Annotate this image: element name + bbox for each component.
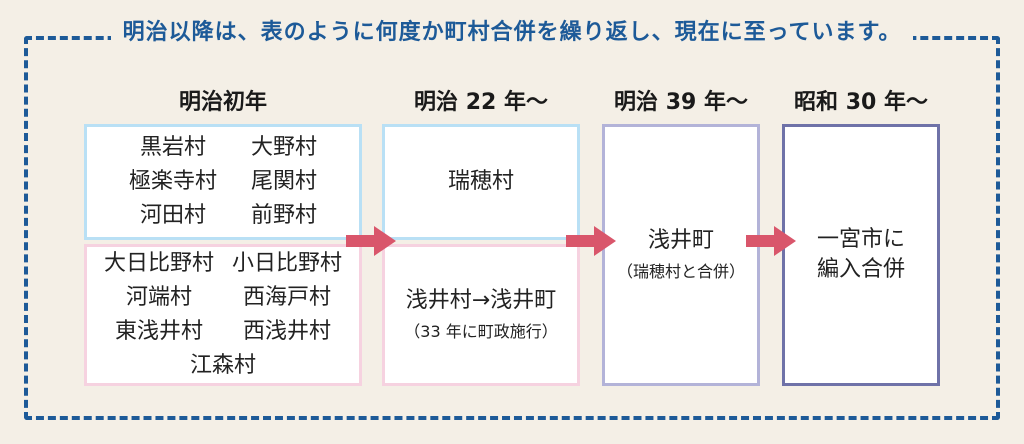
period-header-meiji39: 明治 39 年〜	[614, 90, 748, 115]
ichinomiya-merge-line1: 一宮市に	[816, 227, 905, 252]
ichinomiya-merge-line2: 編入合併	[816, 257, 905, 282]
village-box-group2: 大日比野村 小日比野村 河端村 西海戸村 東浅井村 西浅井村 江森村	[84, 244, 362, 386]
village-name: 極楽寺村	[128, 169, 217, 194]
right-arrow-icon	[566, 226, 616, 256]
asai-town-label: 浅井町	[647, 228, 714, 253]
mizuho-village-box: 瑞穂村	[382, 124, 580, 240]
period-header-meiji-early: 明治初年	[178, 90, 267, 115]
village-name: 東浅井村	[114, 319, 203, 344]
village-name: 西海戸村	[243, 285, 332, 310]
village-name: 尾関村	[251, 169, 318, 194]
village-name: 大野村	[251, 135, 318, 160]
village-name: 河田村	[139, 203, 206, 228]
village-name: 小日比野村	[232, 251, 343, 276]
asai-town-box: 浅井町 （瑞穂村と合併）	[602, 124, 760, 386]
asai-town-note: （瑞穂村と合併）	[616, 262, 745, 281]
asai-village-note: （33 年に町政施行）	[404, 322, 558, 341]
village-name: 前野村	[251, 203, 318, 228]
village-name: 河端村	[125, 285, 192, 310]
period-header-meiji22: 明治 22 年〜	[414, 90, 548, 115]
right-arrow-icon	[746, 226, 796, 256]
mizuho-village-label: 瑞穂村	[447, 169, 514, 194]
village-name: 大日比野村	[103, 251, 214, 276]
period-header-showa30: 昭和 30 年〜	[794, 90, 928, 115]
asai-village-box: 浅井村→浅井町 （33 年に町政施行）	[382, 244, 580, 386]
village-name: 西浅井村	[243, 319, 332, 344]
right-arrow-icon	[346, 226, 396, 256]
village-grid-group2: 大日比野村 小日比野村 河端村 西海戸村 東浅井村 西浅井村	[104, 249, 342, 347]
village-grid-group1: 黒岩村 大野村 極楽寺村 尾関村 河田村 前野村	[129, 133, 317, 231]
village-name: 江森村	[189, 353, 256, 378]
asai-village-label: 浅井村→浅井町	[405, 288, 557, 313]
village-box-group1: 黒岩村 大野村 極楽寺村 尾関村 河田村 前野村	[84, 124, 362, 240]
village-name: 黒岩村	[139, 135, 206, 160]
ichinomiya-merge-box: 一宮市に 編入合併	[782, 124, 940, 386]
